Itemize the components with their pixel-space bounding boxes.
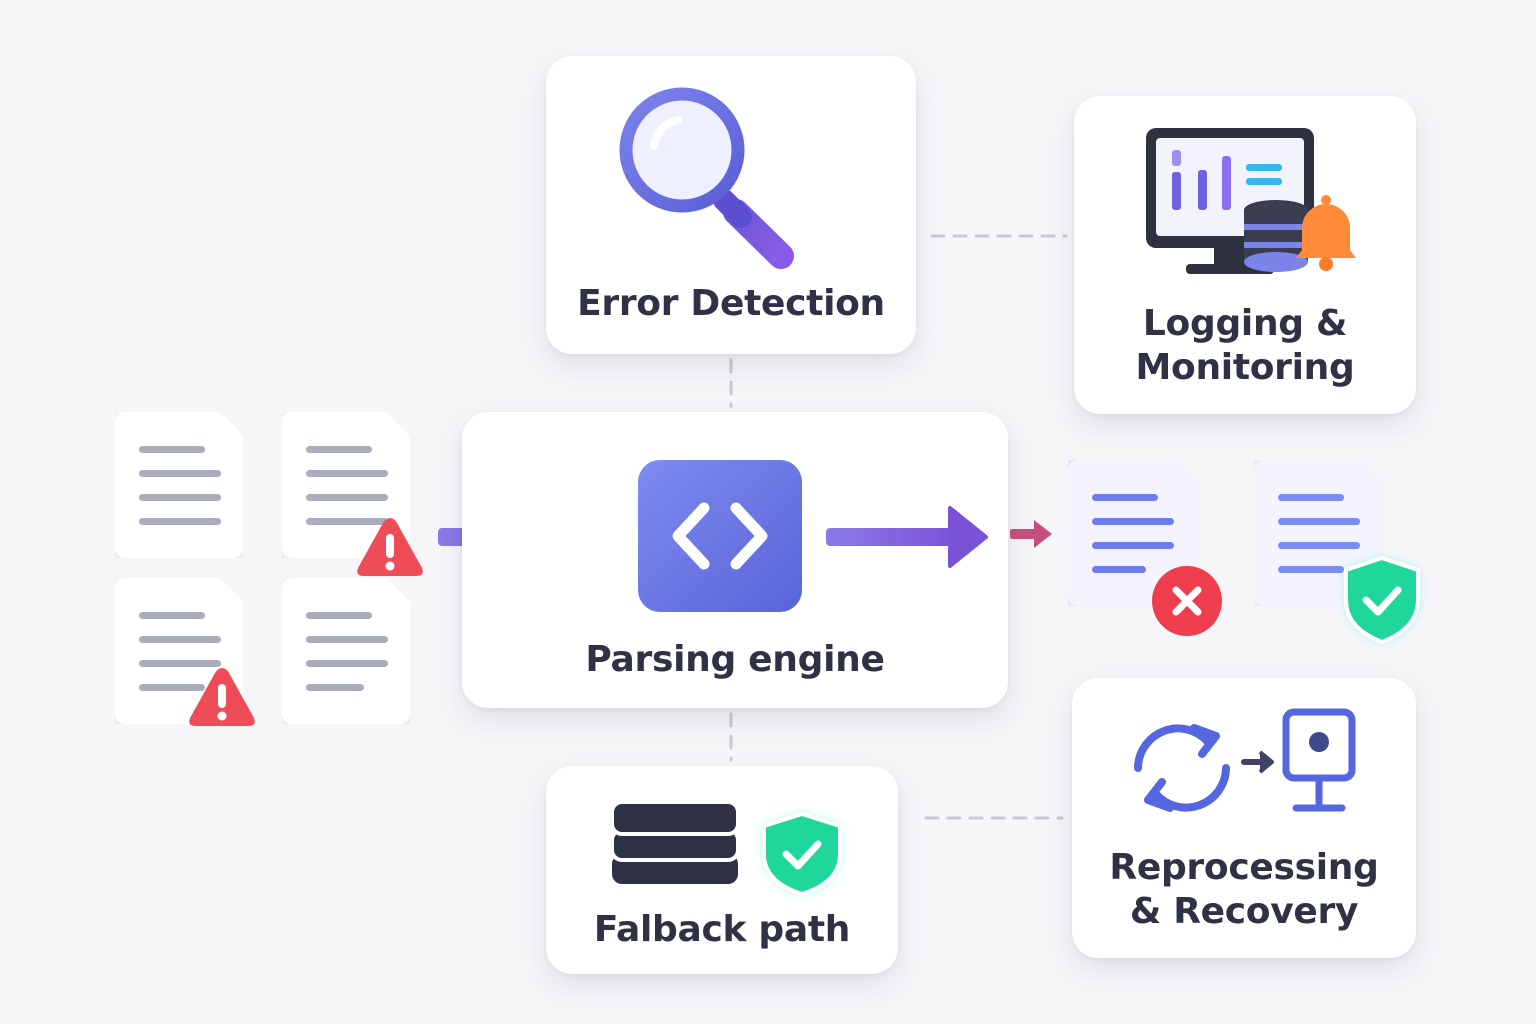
refresh-terminal-icon — [1134, 708, 1356, 812]
logging-monitoring-label: Logging & Monitoring — [1135, 303, 1355, 388]
input-document — [282, 578, 410, 724]
stack-shield-icon — [610, 800, 842, 897]
connector-detection-engine — [729, 358, 733, 408]
check-shield-icon — [1344, 555, 1420, 645]
reprocessing-recovery-card[interactable]: Reprocessing & Recovery — [1072, 678, 1416, 958]
logging-monitoring-card[interactable]: Logging & Monitoring — [1074, 96, 1416, 414]
connector-detection-logging — [930, 234, 1068, 238]
parsing-engine-card[interactable]: Parsing engine — [462, 412, 1008, 708]
arrow-engine-to-output — [826, 506, 988, 568]
fallback-path-label: Falback path — [593, 909, 851, 950]
error-detection-label: Error Detection — [577, 283, 885, 324]
warning-icon — [189, 668, 255, 726]
input-document — [115, 412, 243, 558]
connector-fallback-reprocessing — [924, 816, 1064, 820]
code-brackets-icon — [638, 460, 802, 612]
magnifier-icon — [619, 87, 794, 269]
connector-engine-fallback — [729, 712, 733, 762]
x-circle-icon — [1152, 566, 1222, 636]
fallback-path-card[interactable]: Falback path — [546, 766, 898, 974]
error-detection-card[interactable]: Error Detection — [546, 56, 916, 354]
reprocessing-recovery-label: Reprocessing & Recovery — [1109, 847, 1379, 932]
arrow-to-failed-output — [1010, 520, 1052, 548]
warning-icon — [357, 518, 423, 576]
monitor-database-bell-icon — [1146, 128, 1356, 274]
parsing-engine-label: Parsing engine — [585, 639, 885, 680]
